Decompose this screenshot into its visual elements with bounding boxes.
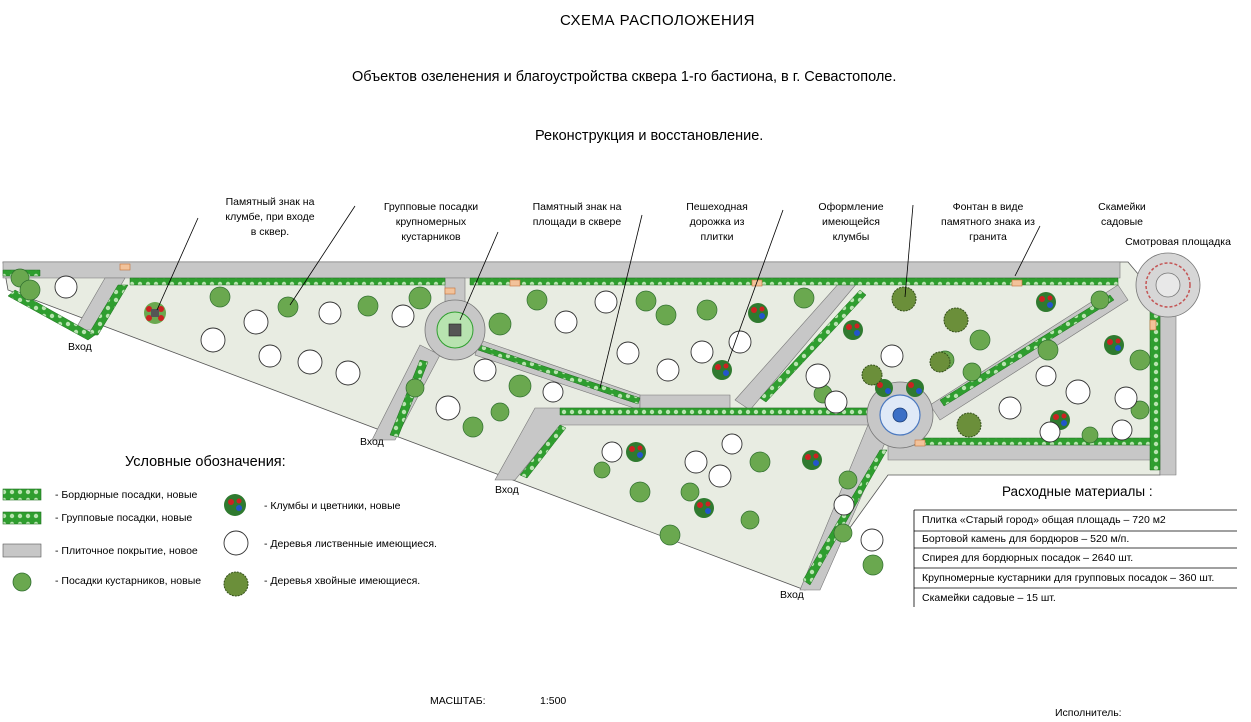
legend-deciduous-trees: - Деревья лиственные имеющиеся. (264, 538, 437, 550)
performer-label: Исполнитель: (1055, 707, 1122, 719)
materials-row: Спирея для бордюрных посадок – 2640 шт. (922, 552, 1134, 564)
entrance-label: Вход (360, 436, 384, 448)
legend-conifer-trees: - Деревья хвойные имеющиеся. (264, 575, 421, 587)
page-subtitle: Объектов озеленения и благоустройства ск… (352, 69, 897, 85)
entrance-label: Вход (68, 341, 92, 353)
legend-flowerbeds: - Клумбы и цветники, новые (264, 500, 401, 512)
top-walkway (2, 261, 1121, 279)
legend-shrubs: - Посадки кустарников, новые (55, 575, 202, 587)
flowerbeds (626, 292, 1124, 518)
page-title: СХЕМА РАСПОЛОЖЕНИЯ (560, 12, 755, 29)
materials-title: Расходные материалы : (1002, 484, 1153, 499)
border-hedges (2, 269, 1161, 586)
park-area (2, 261, 1161, 591)
materials-row: Скамейки садовые – 15 шт. (922, 592, 1056, 604)
deciduous-trees (54, 275, 1138, 552)
callout-observation-deck: Смотровая площадка (1125, 236, 1231, 248)
callout-footpath: Пешеходная дорожка из плитки (686, 201, 748, 243)
legend-symbols (2, 488, 249, 597)
callout-fountain: Фонтан в виде памятного знака из гранита (941, 201, 1035, 243)
legend-border-planting: - Бордюрные посадки, новые (55, 489, 198, 501)
callout-existing-flowerbed: Оформление имеющейся клумбы (818, 201, 884, 243)
conifer-trees (861, 286, 982, 438)
legend-tile-paving: - Плиточное покрытие, новое (55, 545, 198, 557)
callout-group-plantings: Групповые посадки крупномерных кустарник… (383, 201, 479, 243)
right-walkway (1159, 299, 1177, 476)
callout-plaza-memorial: Памятный знак на площади в сквере (532, 201, 622, 228)
materials-table-lines (913, 509, 1237, 607)
callout-lines (156, 204, 1041, 389)
page-subtitle-2: Реконструкция и восстановление. (535, 128, 764, 144)
entrance-memorial (144, 302, 166, 324)
materials-row: Крупномерные кустарники для групповых по… (922, 572, 1215, 584)
callout-benches: Скамейки садовые (1098, 201, 1146, 228)
entrance-label: Вход (780, 589, 804, 601)
callout-entrance-memorial: Памятный знак на клумбе, при входе в скв… (225, 196, 315, 238)
scale-label: МАСШТАБ: (430, 695, 486, 707)
materials-row: Бортовой камень для бордюров – 520 м/п. (922, 533, 1130, 545)
scale-value: 1:500 (540, 695, 567, 707)
legend-title: Условные обозначения: (125, 454, 286, 470)
bottom-right-walkway (887, 444, 1161, 461)
materials-row: Плитка «Старый город» общая площадь – 72… (922, 514, 1166, 526)
legend-group-planting: - Групповые посадки, новые (55, 512, 193, 524)
entrance-label: Вход (495, 484, 519, 496)
